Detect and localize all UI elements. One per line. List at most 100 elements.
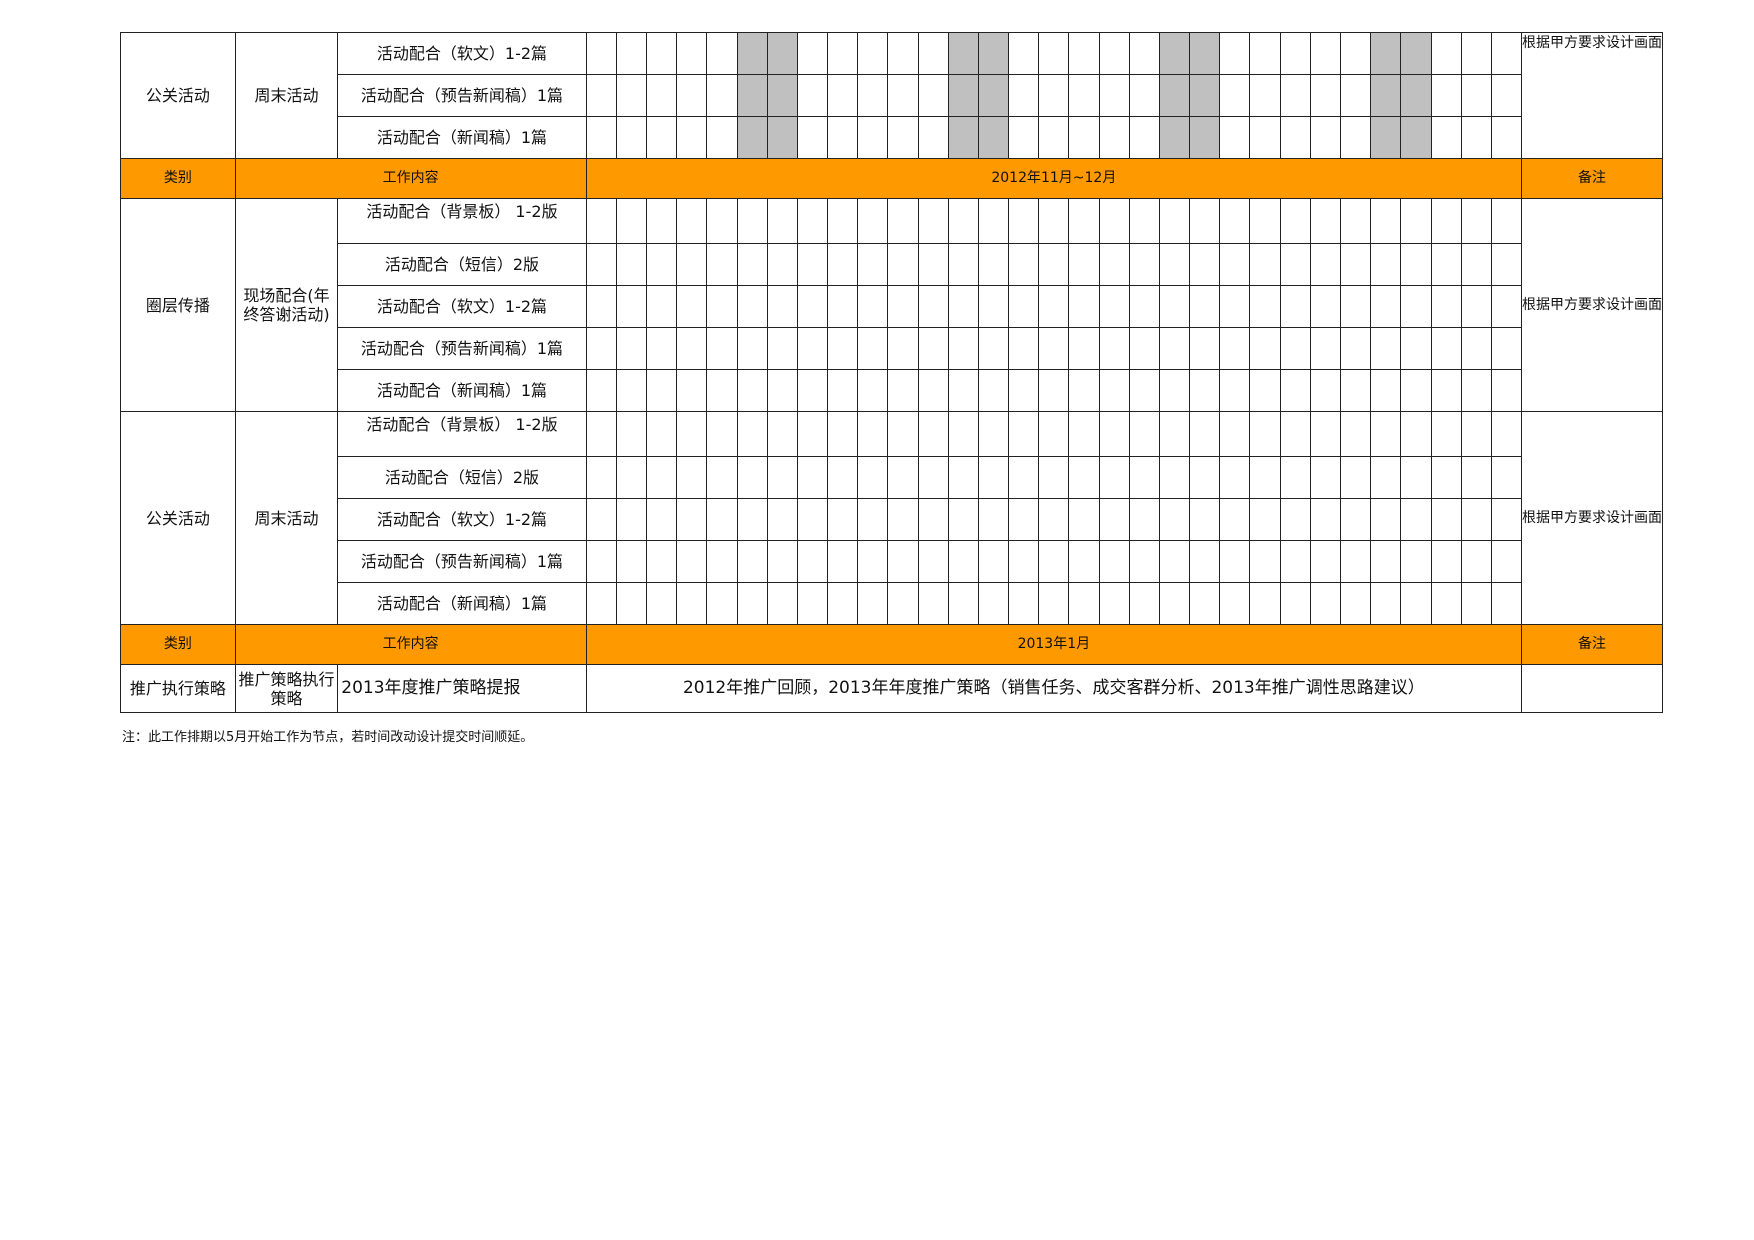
day-cell <box>615 540 648 583</box>
day-cell <box>827 285 859 328</box>
day-cell <box>1279 327 1311 370</box>
day-cell <box>1038 498 1070 541</box>
day-cell <box>796 540 829 583</box>
footnote: 注：此工作排期以5月开始工作为节点，若时间改动设计提交时间顺延。 <box>122 730 534 745</box>
header-period: 2012年11月~12月 <box>585 158 1523 199</box>
day-cell <box>1430 411 1462 457</box>
day-cell <box>766 369 798 412</box>
day-cell <box>1460 411 1492 457</box>
day-cell <box>1490 369 1523 412</box>
day-cell <box>1400 327 1432 370</box>
day-cell <box>1038 582 1070 625</box>
day-cell <box>1339 498 1372 541</box>
day-cell <box>615 116 648 159</box>
work-item-cell: 活动配合（短信）2版 <box>337 456 587 499</box>
day-cell <box>827 369 859 412</box>
day-cell <box>1249 116 1281 159</box>
day-cell <box>1068 456 1100 499</box>
day-cell <box>1008 327 1040 370</box>
day-cell <box>1490 285 1523 328</box>
day-cell <box>887 456 919 499</box>
day-cell <box>766 243 798 286</box>
category-cell: 公关活动 <box>120 32 236 159</box>
day-cell <box>1490 198 1523 244</box>
day-cell <box>827 456 859 499</box>
day-cell <box>1068 198 1100 244</box>
day-cell <box>1249 540 1281 583</box>
day-cell <box>1430 198 1462 244</box>
day-cell <box>766 456 798 499</box>
day-cell <box>1038 198 1070 244</box>
category-cell: 推广执行策略 <box>120 664 236 713</box>
day-cell <box>615 498 648 541</box>
day-cell <box>1219 74 1251 117</box>
day-cell <box>1158 285 1191 328</box>
day-cell <box>646 243 678 286</box>
day-cell <box>887 32 919 75</box>
day-cell <box>676 582 708 625</box>
day-cell <box>1128 456 1160 499</box>
day-cell <box>736 285 768 328</box>
day-cell <box>676 243 708 286</box>
day-cell <box>1128 498 1160 541</box>
header-category: 类别 <box>120 624 236 665</box>
day-cell <box>1490 456 1523 499</box>
work-item-cell: 活动配合（预告新闻稿）1篇 <box>337 327 587 370</box>
day-cell <box>977 74 1010 117</box>
day-cell <box>676 74 708 117</box>
day-cell <box>706 198 738 244</box>
day-cell <box>857 540 889 583</box>
day-cell <box>1249 285 1281 328</box>
day-cell <box>1430 74 1462 117</box>
day-cell <box>1370 498 1402 541</box>
schedule-table: 公关活动周末活动活动配合（软文）1-2篇根据甲方要求设计画面活动配合（预告新闻稿… <box>120 32 1663 713</box>
day-cell <box>827 498 859 541</box>
day-cell <box>766 498 798 541</box>
day-cell <box>1038 243 1070 286</box>
day-cell <box>1400 540 1432 583</box>
day-cell <box>1038 32 1070 75</box>
day-cell <box>1068 498 1100 541</box>
day-cell <box>615 285 648 328</box>
day-cell <box>1098 369 1130 412</box>
day-cell <box>1098 32 1130 75</box>
day-cell <box>1370 198 1402 244</box>
work-item-cell: 活动配合（软文）1-2篇 <box>337 285 587 328</box>
day-cell <box>615 74 648 117</box>
day-cell <box>1068 243 1100 286</box>
day-cell <box>1068 285 1100 328</box>
day-cell <box>947 198 979 244</box>
day-cell <box>646 582 678 625</box>
table-row: 活动配合（预告新闻稿）1篇 <box>121 540 1663 583</box>
day-cell <box>796 327 829 370</box>
day-cell <box>1158 582 1191 625</box>
day-cell <box>917 411 949 457</box>
day-cell <box>1279 411 1311 457</box>
subcategory-cell: 推广策略执行策略 <box>234 664 339 713</box>
day-cell <box>1309 498 1341 541</box>
day-cell <box>917 198 949 244</box>
day-cell <box>1008 243 1040 286</box>
day-cell <box>766 285 798 328</box>
day-cell <box>917 582 949 625</box>
day-cell <box>1219 285 1251 328</box>
day-cell <box>1158 327 1191 370</box>
day-cell <box>585 540 617 583</box>
day-cell <box>1068 32 1100 75</box>
day-cell <box>1068 369 1100 412</box>
day-cell <box>917 369 949 412</box>
work-item-cell: 活动配合（新闻稿）1篇 <box>337 116 587 159</box>
day-cell <box>1400 498 1432 541</box>
day-cell <box>1189 411 1221 457</box>
day-cell <box>1098 411 1130 457</box>
day-cell <box>1158 32 1191 75</box>
day-cell <box>917 285 949 328</box>
day-cell <box>796 285 829 328</box>
day-cell <box>1339 74 1372 117</box>
day-cell <box>615 32 648 75</box>
day-cell <box>585 498 617 541</box>
day-cell <box>646 456 678 499</box>
day-cell <box>615 411 648 457</box>
day-cell <box>917 327 949 370</box>
day-cell <box>947 540 979 583</box>
